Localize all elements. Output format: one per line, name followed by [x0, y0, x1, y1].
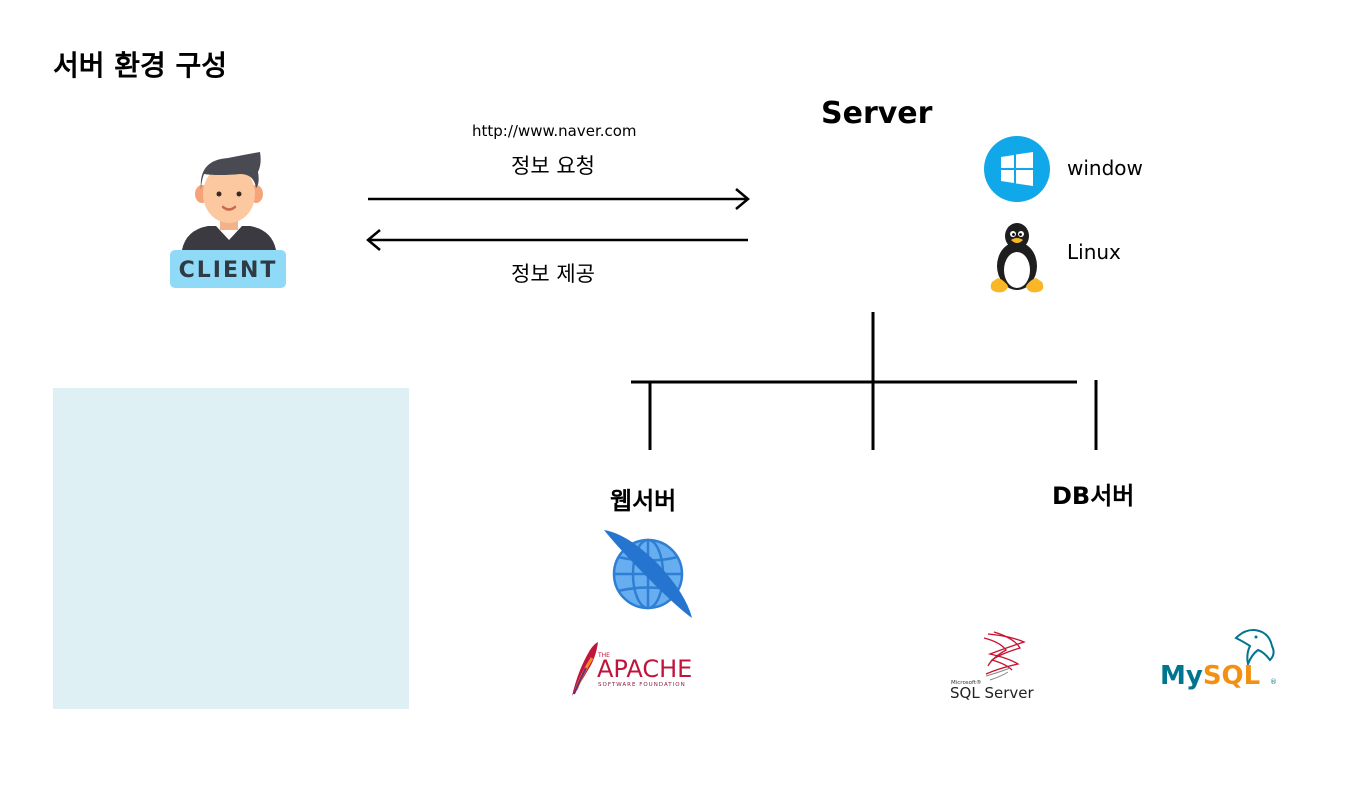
request-arrowhead — [735, 188, 750, 210]
web-server-title: 웹서버 — [610, 487, 677, 515]
db-server-title: DB서버 — [1052, 482, 1135, 510]
sql-server-logo-small: Microsoft® — [951, 679, 982, 686]
windows-logo-icon — [984, 136, 1050, 202]
svg-text:®: ® — [1270, 678, 1277, 686]
os-label-linux: Linux — [1067, 240, 1121, 264]
sql-server-logo: Microsoft® SQL Server — [950, 631, 1034, 702]
apache-logo-sub: SOFTWARE FOUNDATION — [598, 682, 686, 688]
request-label: 정보 요청 — [511, 154, 595, 178]
apache-logo: THE APACHE SOFTWARE FOUNDATION — [572, 642, 692, 696]
apache-logo-main: APACHE — [597, 655, 692, 683]
mysql-logo: MySQL ® — [1160, 629, 1277, 691]
apache-logo-small: THE — [597, 652, 610, 659]
mysql-logo-text: MySQL — [1160, 661, 1260, 691]
server-title: Server — [821, 96, 933, 131]
globe-icon — [604, 530, 692, 618]
page-title: 서버 환경 구성 — [53, 49, 228, 82]
client-badge-label: CLIENT — [179, 258, 278, 283]
os-label-window: window — [1067, 156, 1143, 180]
sql-server-logo-main: SQL Server — [950, 684, 1034, 702]
server-tree-connector — [631, 312, 1098, 450]
linux-penguin-icon — [990, 223, 1044, 293]
request-url-label: http://www.naver.com — [472, 122, 637, 140]
client-avatar-icon: CLIENT — [170, 152, 286, 288]
response-arrowhead — [366, 229, 381, 251]
placeholder-panel — [53, 388, 409, 709]
request-response-arrows — [366, 188, 750, 251]
response-label: 정보 제공 — [511, 262, 595, 286]
